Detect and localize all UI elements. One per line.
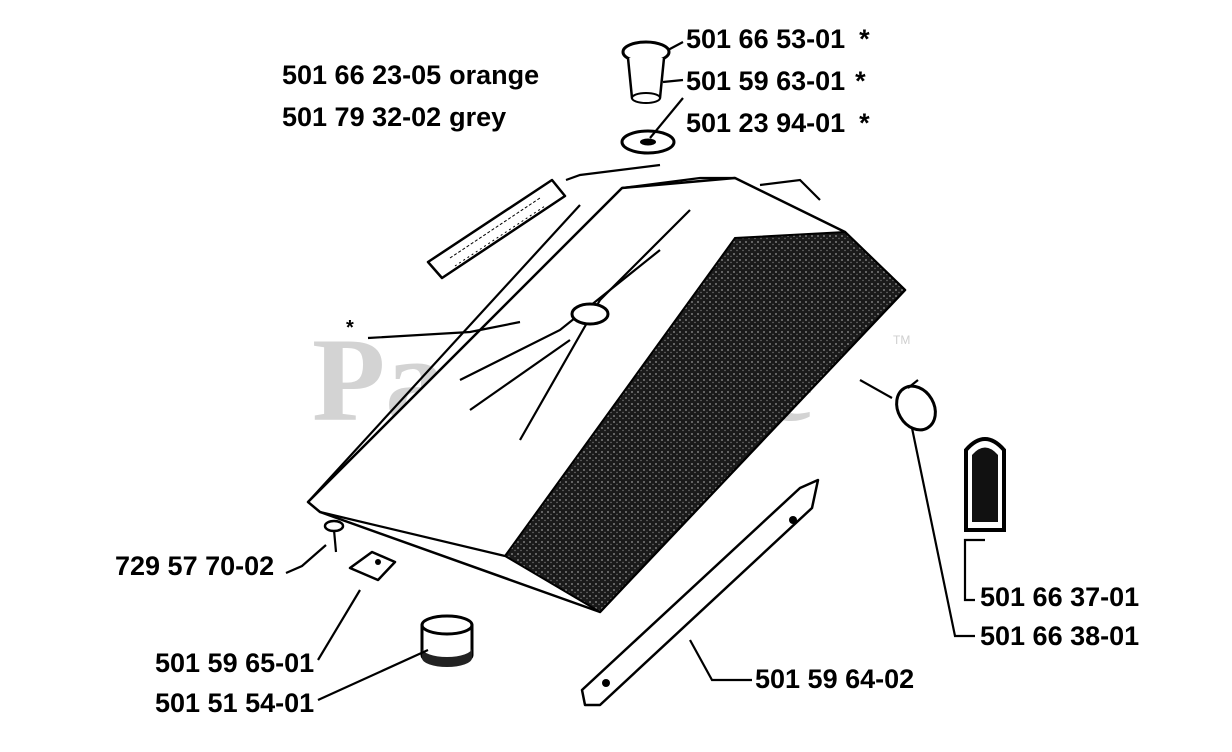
cap-illustration [620, 40, 676, 155]
watermark-trademark: TM [893, 333, 910, 347]
leader-lines [285, 41, 985, 702]
cover-orange-color: orange [449, 60, 539, 90]
cap-seal-part-number: 501 59 63-01 [686, 66, 845, 96]
grommet-illustration [895, 379, 937, 432]
washer-asterisk: * [859, 108, 870, 138]
cap-part-number: 501 66 53-01 [686, 24, 845, 54]
cover-orange-part-number: 501 66 23-05 [282, 60, 441, 90]
decal-illustration [426, 178, 567, 280]
screw-illustration [323, 519, 345, 553]
svg-text:501 66 53-01*: 501 66 53-01 * [686, 24, 870, 54]
svg-text:501 23 94-01*: 501 23 94-01 * [686, 108, 870, 138]
plug-illustration [964, 437, 1006, 532]
plug-part-number: 501 66 38-01 [980, 621, 1139, 651]
bar-guide-illustration [580, 478, 820, 707]
grommet-part-number: 501 66 37-01 [980, 582, 1139, 612]
clip-illustration [348, 550, 397, 582]
svg-text:501 59 63-01*: 501 59 63-01 * [686, 66, 866, 96]
washer-part-number: 501 23 94-01 [686, 108, 845, 138]
screw-part-number: 729 57 70-02 [115, 551, 274, 581]
bar-guide-part-number: 501 59 64-02 [755, 664, 914, 694]
decal-asterisk: * [346, 317, 354, 339]
part-labels: 501 66 53-01 * 501 59 63-01 * 501 23 94-01… [115, 24, 1139, 718]
cap-seal-asterisk: * [855, 66, 866, 96]
cover-grey-part-number: 501 79 32-02 [282, 102, 441, 132]
clip-part-number: 501 59 65-01 [155, 648, 314, 678]
cap-asterisk: * [859, 24, 870, 54]
filter-illustration [420, 614, 474, 667]
cover-illustration [306, 176, 907, 614]
cover-grey-color: grey [449, 102, 506, 132]
filter-part-number: 501 51 54-01 [155, 688, 314, 718]
